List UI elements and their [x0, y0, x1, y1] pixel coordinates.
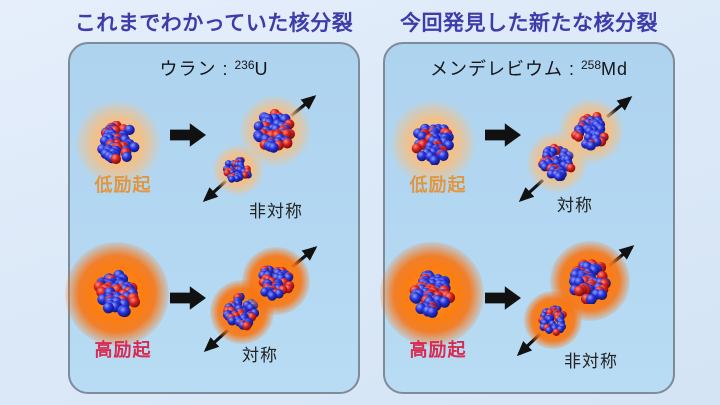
nucleon-cluster	[258, 265, 295, 301]
parent-nucleus	[390, 100, 476, 186]
isotope-name: ウラン :	[159, 59, 229, 79]
isotope-label: ウラン : 236U	[70, 55, 358, 83]
fission-arrow-icon	[170, 286, 206, 310]
mass-number: 258	[580, 58, 602, 72]
fragment-equal-left	[526, 131, 588, 193]
fission-arrow-icon	[485, 123, 521, 147]
fission-arrow-icon	[485, 286, 521, 310]
excitation-label: 低励起	[409, 175, 467, 195]
excitation-label: 高励起	[94, 340, 152, 360]
fission-arrow-icon	[170, 123, 206, 147]
nucleon-cluster	[411, 123, 454, 165]
fragment-small	[212, 144, 264, 196]
row-high-excitation: 高励起 非対称	[380, 241, 673, 392]
nucleon-cluster	[569, 259, 611, 304]
fragment-large	[550, 241, 630, 321]
row-high-excitation: 高励起 対称	[65, 242, 358, 392]
fragment-large	[239, 95, 311, 167]
parent-nucleus	[380, 242, 484, 346]
isotope-name: メンデレビウム :	[429, 59, 575, 79]
nucleon-cluster	[538, 305, 567, 336]
panel-title: 今回発見した新たな核分裂	[400, 12, 658, 35]
fragment-equal-right	[242, 247, 310, 315]
excitation-label: 低励起	[94, 175, 152, 195]
nucleon-cluster	[97, 121, 140, 165]
fragment-equal-right	[558, 98, 624, 164]
row-low-excitation: 低励起 対称	[385, 94, 673, 239]
nucleon-cluster	[409, 270, 456, 318]
nucleon-cluster	[93, 270, 140, 318]
column-known-fission: これまでわかっていた核分裂 ウラン : 236U 低励起 非対称 高励起	[65, 0, 360, 405]
split-result-label: 対称	[242, 346, 278, 365]
isotope-label: メンデレビウム : 258Md	[385, 55, 673, 83]
column-new-fission: 今回発見した新たな核分裂 メンデレビウム : 258Md 低励起 対称 高励起	[380, 0, 675, 405]
nucleon-cluster	[223, 156, 252, 183]
element-symbol: Md	[601, 59, 629, 79]
panel-new-fission: メンデレビウム : 258Md 低励起 対称 高励起 非	[380, 42, 675, 394]
nucleon-cluster	[253, 109, 295, 153]
panel-title: これまでわかっていた核分裂	[74, 12, 354, 35]
split-result-label: 対称	[557, 196, 593, 215]
row-low-excitation: 低励起 非対称	[70, 94, 358, 239]
parent-nucleus	[65, 242, 169, 346]
element-symbol: U	[254, 59, 269, 79]
parent-nucleus	[75, 100, 161, 186]
excitation-label: 高励起	[409, 340, 467, 360]
split-result-label: 非対称	[249, 202, 303, 221]
panel-known-fission: ウラン : 236U 低励起 非対称 高励起 対称	[65, 42, 360, 394]
mass-number: 236	[234, 58, 255, 72]
nucleon-cluster	[571, 111, 609, 151]
split-result-label: 非対称	[564, 352, 618, 371]
